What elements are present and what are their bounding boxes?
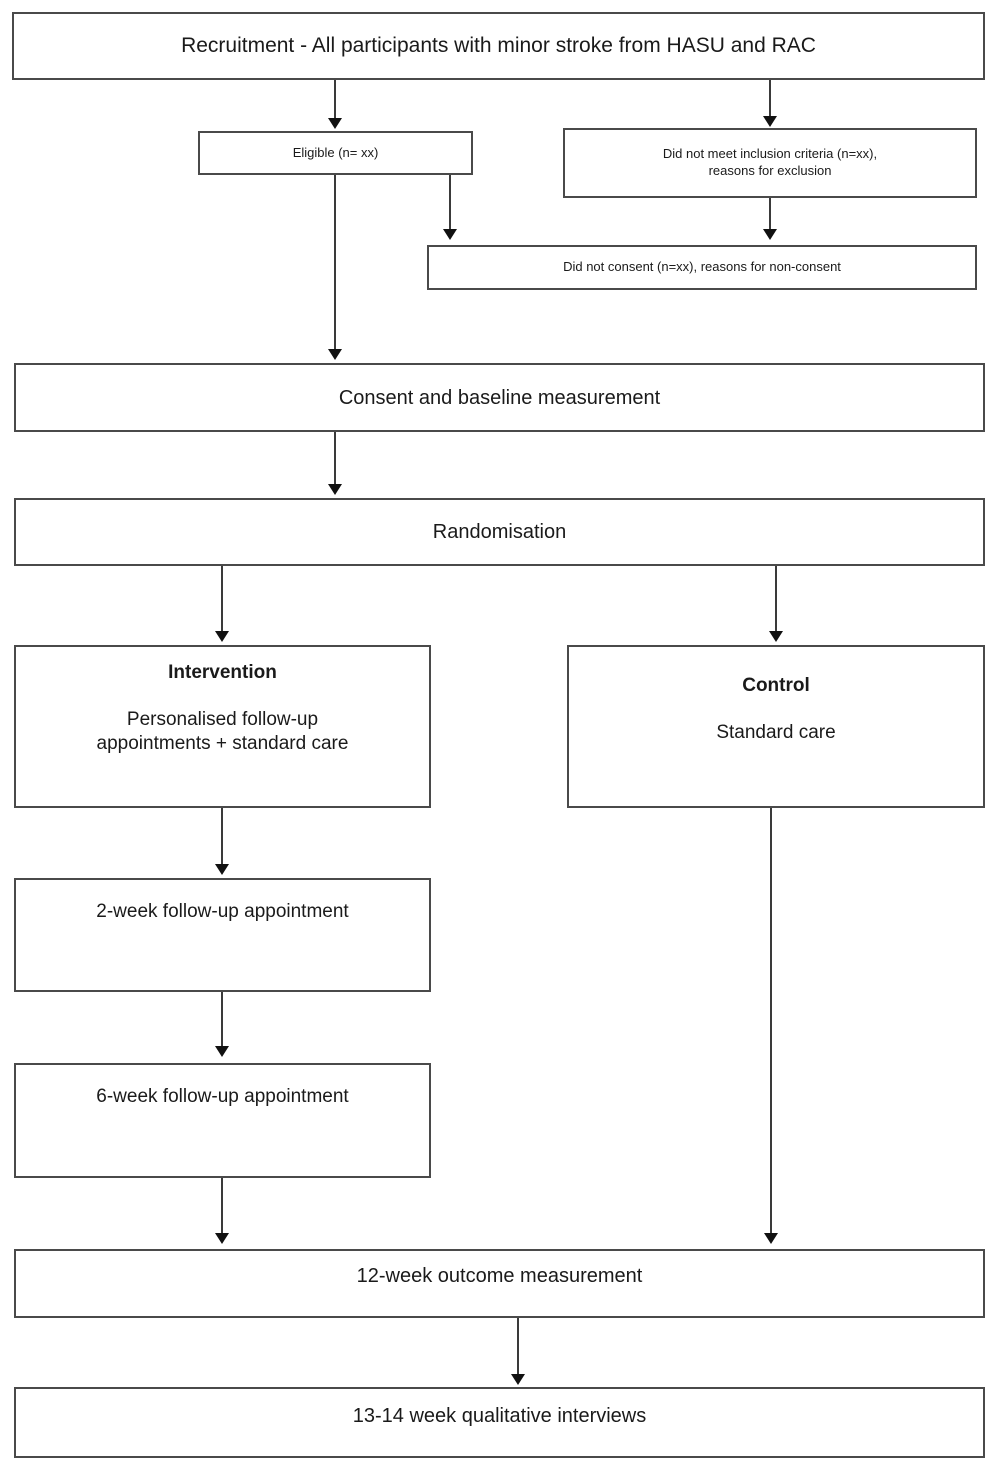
node-12week-outcome-measurement: 12-week outcome measurement — [14, 1249, 985, 1318]
node-intervention-label-line2: appointments + standard care — [96, 733, 349, 755]
node-recruitment-label: Recruitment - All participants with mino… — [181, 34, 816, 58]
node-13-14week-qualitative-interviews-label: 13-14 week qualitative interviews — [352, 1405, 647, 1427]
node-consent-and-baseline-measurement-label: Consent and baseline measurement — [338, 386, 661, 409]
node-13-14week-qualitative-interviews: 13-14 week qualitative interviews — [14, 1387, 985, 1458]
connector-randomisation-to-control — [775, 566, 777, 633]
connector-randomisation-to-intervention — [221, 566, 223, 633]
connector-recruitment-to-eligible — [334, 80, 336, 120]
arrowhead-control-to-12week-outcome — [764, 1233, 778, 1244]
arrowhead-2week-to-6week — [215, 1046, 229, 1057]
node-did-not-consent-label: Did not consent (n=xx), reasons for non-… — [563, 259, 841, 275]
arrowhead-consent-to-randomisation — [328, 484, 342, 495]
node-did-not-meet-inclusion-criteria: Did not meet inclusion criteria (n=xx), … — [563, 128, 977, 198]
node-12week-outcome-measurement-label: 12-week outcome measurement — [356, 1265, 643, 1287]
node-6week-follow-up-appointment-label: 6-week follow-up appointment — [96, 1086, 349, 1107]
node-control: Control Standard care — [567, 645, 985, 808]
arrowhead-eligible-to-did-not-consent — [443, 229, 457, 240]
node-2week-follow-up-appointment: 2-week follow-up appointment — [14, 878, 431, 992]
node-6week-follow-up-appointment: 6-week follow-up appointment — [14, 1063, 431, 1178]
arrowhead-exclusion-to-did-not-consent — [763, 229, 777, 240]
node-eligible: Eligible (n= xx) — [198, 131, 473, 175]
node-intervention: Intervention Personalised follow-up appo… — [14, 645, 431, 808]
arrowhead-6week-to-12week-outcome — [215, 1233, 229, 1244]
node-randomisation-label: Randomisation — [432, 521, 567, 543]
arrowhead-12week-to-interviews — [511, 1374, 525, 1385]
arrowhead-eligible-to-consent-baseline — [328, 349, 342, 360]
arrowhead-recruitment-to-eligible — [328, 118, 342, 129]
connector-6week-to-12week-outcome — [221, 1178, 223, 1235]
node-consent-and-baseline-measurement: Consent and baseline measurement — [14, 363, 985, 432]
node-intervention-label-line1: Personalised follow-up — [126, 708, 319, 730]
arrowhead-randomisation-to-intervention — [215, 631, 229, 642]
node-eligible-label: Eligible (n= xx) — [292, 144, 379, 160]
node-did-not-consent: Did not consent (n=xx), reasons for non-… — [427, 245, 977, 290]
node-did-not-meet-inclusion-criteria-label-line1: Did not meet inclusion criteria (n=xx), — [662, 146, 878, 162]
connector-eligible-to-did-not-consent — [449, 175, 451, 231]
connector-control-to-12week-outcome — [770, 808, 772, 1235]
node-randomisation: Randomisation — [14, 498, 985, 566]
connector-eligible-to-consent-baseline — [334, 175, 336, 351]
connector-recruitment-to-exclusion — [769, 80, 771, 118]
node-did-not-meet-inclusion-criteria-label-line2: reasons for exclusion — [708, 163, 832, 178]
arrowhead-intervention-to-2week — [215, 864, 229, 875]
node-control-heading: Control — [742, 675, 810, 696]
connector-intervention-to-2week — [221, 808, 223, 866]
connector-exclusion-to-did-not-consent — [769, 198, 771, 231]
node-2week-follow-up-appointment-label: 2-week follow-up appointment — [96, 901, 349, 922]
connector-consent-to-randomisation — [334, 432, 336, 486]
arrowhead-randomisation-to-control — [769, 631, 783, 642]
connector-12week-to-interviews — [517, 1318, 519, 1376]
node-intervention-heading: Intervention — [168, 662, 277, 683]
connector-2week-to-6week — [221, 992, 223, 1048]
node-recruitment: Recruitment - All participants with mino… — [12, 12, 985, 80]
node-control-label-line1: Standard care — [716, 721, 836, 743]
arrowhead-recruitment-to-exclusion — [763, 116, 777, 127]
